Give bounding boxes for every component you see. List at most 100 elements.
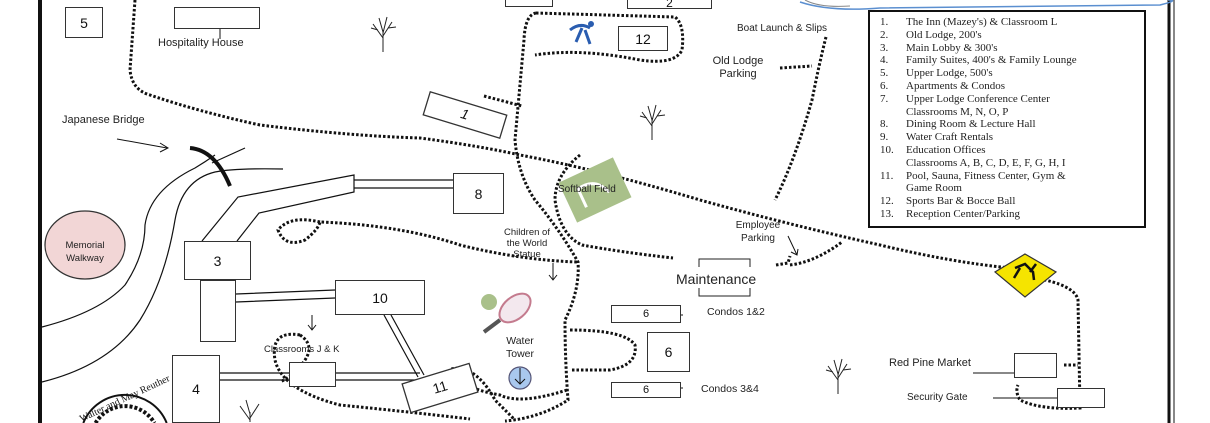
- memorial-label-2: Walkway: [66, 253, 104, 264]
- legend-number: 6.: [880, 79, 889, 92]
- building-top[interactable]: [505, 0, 553, 7]
- reuther-logo: Walter and May Reuther: [78, 373, 172, 423]
- water-label-2: Tower: [505, 348, 534, 360]
- legend-item: 11. Pool, Sauna, Fitness Center, Gym &: [880, 170, 1136, 183]
- legend-item: 13. Reception Center/Parking: [880, 208, 1136, 221]
- legend-number: 5.: [880, 67, 889, 80]
- legend-number: [880, 157, 906, 170]
- memorial-walkway: [44, 210, 126, 280]
- classrooms-jk-building[interactable]: [289, 362, 336, 387]
- japanese-bridge: [189, 146, 232, 187]
- bocce-icon: [569, 23, 592, 45]
- employee-label-1: Employee: [735, 220, 781, 231]
- oldlodge-label-1: Old Lodge: [712, 55, 764, 67]
- legend-item: 2. Old Lodge, 200's: [880, 29, 1136, 42]
- legend-number: 2.: [880, 28, 889, 41]
- tree-icon: [370, 16, 397, 52]
- legend-text: Main Lobby & 300's: [906, 41, 998, 54]
- legend-text: Water Craft Rentals: [906, 131, 994, 144]
- hospitality-house-building[interactable]: [174, 7, 260, 29]
- legend-number: 4.: [880, 54, 889, 67]
- legend-text: Dining Room & Lecture Hall: [906, 118, 1036, 131]
- legend-text: Classrooms A, B, C, D, E, F, G, H, I: [906, 156, 1066, 169]
- condos-12-label: Condos 1&2: [707, 306, 765, 318]
- legend-text: Old Lodge, 200's: [906, 28, 982, 41]
- oldlodge-label-2: Parking: [719, 68, 757, 80]
- legend-text: Reception Center/Parking: [906, 207, 1020, 220]
- building-12[interactable]: 12: [618, 26, 668, 51]
- legend-number: 11.: [880, 169, 894, 182]
- tennis-icon: [481, 292, 532, 334]
- deer-crossing-sign-icon: [993, 253, 1058, 298]
- legend-item: 10. Education Offices: [880, 144, 1136, 157]
- building-1: [422, 91, 508, 139]
- legend-item: 12. Sports Bar & Bocce Ball: [880, 195, 1136, 208]
- building-8[interactable]: 8: [453, 173, 504, 214]
- building-10[interactable]: 10: [335, 280, 425, 315]
- legend-number: 1.: [880, 16, 889, 28]
- legend-number: 10.: [880, 143, 894, 156]
- legend-number: 13.: [880, 207, 894, 220]
- building-6[interactable]: 6: [647, 332, 690, 372]
- maintenance-label: Maintenance: [676, 271, 757, 287]
- legend-item: 3. Main Lobby & 300's: [880, 42, 1136, 55]
- building-4[interactable]: 4: [172, 355, 220, 423]
- legend-text: Pool, Sauna, Fitness Center, Gym &: [906, 169, 1066, 182]
- legend-item: 5. Upper Lodge, 500's: [880, 67, 1136, 80]
- legend-item: Game Room: [880, 182, 1136, 195]
- red-pine-market-building[interactable]: [1014, 353, 1057, 378]
- legend-item: 1. The Inn (Mazey's) & Classroom L: [880, 16, 1136, 29]
- classrooms-jk-label: Classrooms J & K: [264, 344, 340, 355]
- legend-number: [880, 106, 906, 119]
- tree-icons: [239, 16, 852, 422]
- legend-text: Education Offices: [906, 143, 986, 156]
- building-3[interactable]: 3: [184, 241, 251, 280]
- legend-item: Classrooms A, B, C, D, E, F, G, H, I: [880, 157, 1136, 170]
- legend-text: Classrooms M, N, O, P: [906, 105, 1009, 118]
- japanese-bridge-label: Japanese Bridge: [62, 114, 145, 126]
- lake-shore: [799, 0, 1174, 10]
- maintenance-brackets: [698, 258, 751, 297]
- svg-text:Walter and May Reuther: Walter and May Reuther: [78, 373, 172, 423]
- legend-number: 8.: [880, 118, 889, 131]
- legend-text: Sports Bar & Bocce Ball: [906, 195, 1016, 208]
- statue-label-2: the World: [506, 238, 548, 249]
- building-6-condos-12[interactable]: 6: [611, 305, 681, 323]
- legend-item: 6. Apartments & Condos: [880, 80, 1136, 93]
- legend-text: Family Suites, 400's & Family Lounge: [906, 54, 1077, 67]
- tree-icon: [239, 399, 260, 422]
- building-3-wing: [200, 280, 236, 342]
- legend-item: Classrooms M, N, O, P: [880, 106, 1136, 119]
- boat-outline: [804, 0, 851, 7]
- building-5[interactable]: 5: [65, 7, 103, 38]
- legend-item: 8. Dining Room & Lecture Hall: [880, 118, 1136, 131]
- water-tower-arrow: [514, 368, 526, 385]
- legend-number: 12.: [880, 195, 894, 208]
- red-pine-market-label: Red Pine Market: [889, 357, 971, 369]
- legend-text: Apartments & Condos: [906, 79, 1005, 92]
- legend-text: The Inn (Mazey's) & Classroom L: [906, 16, 1058, 28]
- softball-field-label: Softball Field: [558, 184, 616, 195]
- legend-item: 9.Water Craft Rentals: [880, 131, 1136, 144]
- condos-34-label: Condos 3&4: [701, 383, 759, 395]
- legend-item: 7.Upper Lodge Conference Center: [880, 93, 1136, 106]
- legend-number: [880, 182, 906, 195]
- legend-number: 3.: [880, 41, 889, 54]
- bridge-arrow-head: [159, 142, 170, 153]
- building-2[interactable]: 2: [627, 0, 712, 9]
- employee-label-2: Parking: [741, 233, 775, 244]
- legend-item: 4. Family Suites, 400's & Family Lounge: [880, 54, 1136, 67]
- building-6-condos-34[interactable]: 6: [611, 382, 681, 398]
- legend-number: 7.: [880, 92, 889, 105]
- building-11: [401, 362, 479, 414]
- memorial-label-1: Memorial: [65, 240, 105, 251]
- legend-text: Upper Lodge, 500's: [906, 67, 993, 80]
- security-gate-building[interactable]: [1057, 388, 1105, 408]
- hospitality-house-label: Hospitality House: [158, 37, 244, 49]
